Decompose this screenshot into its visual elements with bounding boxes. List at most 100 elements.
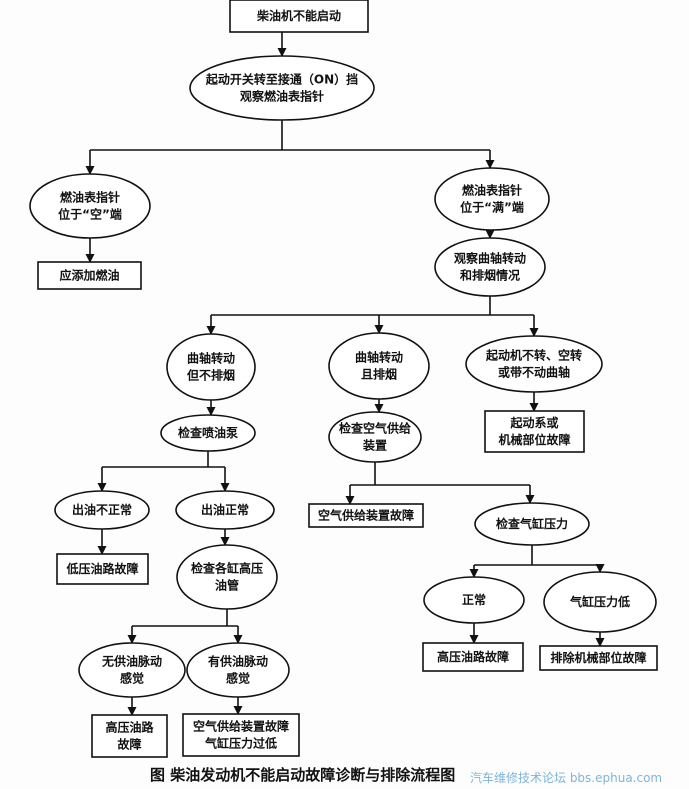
process-box xyxy=(539,645,658,671)
flow-node-n5: 应添加燃油 xyxy=(37,261,142,290)
flow-connector-2 xyxy=(90,120,490,174)
decision-ellipse xyxy=(186,642,290,698)
process-box xyxy=(182,713,300,757)
node-label-line: 出油正常 xyxy=(201,502,249,517)
node-label-line: 观察曲轴转动 xyxy=(454,251,526,266)
node-label-line: 检查喷油泵 xyxy=(178,425,238,440)
flow-node-n22: 排除机械部位故障 xyxy=(539,645,658,671)
node-label-line: 机械部位故障 xyxy=(498,432,570,447)
decision-ellipse xyxy=(166,333,256,401)
node-label-line: 排除机械部位故障 xyxy=(550,650,646,665)
node-label-line: 观察燃油表指针 xyxy=(240,89,324,104)
node-label-line: 起动开关转至接通（ON）挡 xyxy=(205,72,358,87)
node-label-line: 感觉 xyxy=(226,671,250,686)
decision-ellipse xyxy=(434,167,550,231)
node-label-line: 燃油表指针 xyxy=(462,183,522,198)
node-label-line: 检查空气供给 xyxy=(339,421,411,436)
node-label-line: 空气供给装置故障 xyxy=(193,719,289,734)
flow-connector-22 xyxy=(132,609,238,643)
process-box xyxy=(91,714,168,758)
flow-connector-12 xyxy=(102,451,225,491)
decision-ellipse xyxy=(474,502,590,546)
process-box xyxy=(56,553,149,585)
process-box xyxy=(422,642,524,672)
node-label-line: 高压油路 xyxy=(105,720,154,735)
flow-node-n20: 气缸压力低 xyxy=(543,571,657,633)
flow-connector-6 xyxy=(211,296,534,334)
node-label-line: 有供油脉动 xyxy=(208,654,268,669)
flow-node-n16: 检查气缸压力 xyxy=(474,502,590,546)
flow-node-n1: 柴油机不能启动 xyxy=(229,0,369,33)
node-label-line: 感觉 xyxy=(120,671,144,686)
decision-ellipse xyxy=(189,55,375,121)
decision-ellipse xyxy=(176,544,278,610)
node-label-line: 出油不正常 xyxy=(72,502,132,517)
node-label-line: 高压油路故障 xyxy=(437,649,509,664)
node-label-line: 曲轴转动 xyxy=(187,351,235,366)
decision-ellipse xyxy=(328,411,422,463)
node-label-line: 且排烟 xyxy=(361,367,397,382)
decision-ellipse xyxy=(465,335,603,393)
node-label-line: 位于“满”端 xyxy=(460,200,524,215)
process-box xyxy=(37,261,142,290)
node-label-line: 燃油表指针 xyxy=(60,190,120,205)
node-label-line: 低压油路故障 xyxy=(65,561,138,576)
process-box xyxy=(229,0,369,33)
node-label-line: 但不排烟 xyxy=(186,368,235,383)
flow-node-n13: 出油不正常 xyxy=(54,490,150,530)
node-label-line: 或带不动曲轴 xyxy=(498,365,570,380)
decision-ellipse xyxy=(54,490,150,530)
decision-ellipse xyxy=(175,490,275,530)
node-label-line: 柴油机不能启动 xyxy=(256,8,341,23)
node-label-line: 故障 xyxy=(117,737,141,752)
decision-ellipse xyxy=(160,414,256,452)
decision-ellipse xyxy=(29,173,151,239)
node-label-line: 起动机不转、空转 xyxy=(485,348,582,363)
decision-ellipse xyxy=(328,332,430,400)
node-label-line: 检查气缸压力 xyxy=(496,516,568,531)
node-label-line: 装置 xyxy=(362,438,387,453)
flow-node-n19: 正常 xyxy=(423,576,525,624)
node-label-line: 应添加燃油 xyxy=(59,268,119,283)
watermark-text: 汽车维修技术论坛 bbs.ephua.com xyxy=(470,770,662,785)
flow-node-n17: 低压油路故障 xyxy=(56,553,149,585)
flow-connector-14 xyxy=(350,462,530,504)
flow-node-n15: 空气供给装置故障 xyxy=(308,503,424,528)
node-label-line: 位于“空”端 xyxy=(58,207,122,222)
node-label-line: 起动系或 xyxy=(509,415,558,430)
node-label-line: 气缸压力低 xyxy=(569,594,630,609)
node-label-line: 曲轴转动 xyxy=(355,350,403,365)
node-label-line: 和排烟情况 xyxy=(459,268,520,283)
flow-connector-18 xyxy=(474,545,600,577)
flow-node-n14: 出油正常 xyxy=(175,490,275,530)
flow-node-n25: 高压油路故障 xyxy=(91,714,168,758)
decision-ellipse xyxy=(543,571,657,633)
node-label-line: 检查各缸高压 xyxy=(191,561,263,576)
node-label-line: 无供油脉动 xyxy=(101,654,162,669)
flow-node-n10: 检查喷油泵 xyxy=(160,414,256,452)
decision-ellipse xyxy=(434,237,546,297)
node-label-line: 油管 xyxy=(215,578,239,593)
node-label-line: 空气供给装置故障 xyxy=(318,508,414,523)
flow-node-n21: 高压油路故障 xyxy=(422,642,524,672)
node-label-line: 正常 xyxy=(462,592,486,607)
node-label-line: 气缸压力过低 xyxy=(204,736,277,751)
process-box xyxy=(484,410,585,453)
process-box xyxy=(308,503,424,528)
decision-ellipse xyxy=(423,576,525,624)
